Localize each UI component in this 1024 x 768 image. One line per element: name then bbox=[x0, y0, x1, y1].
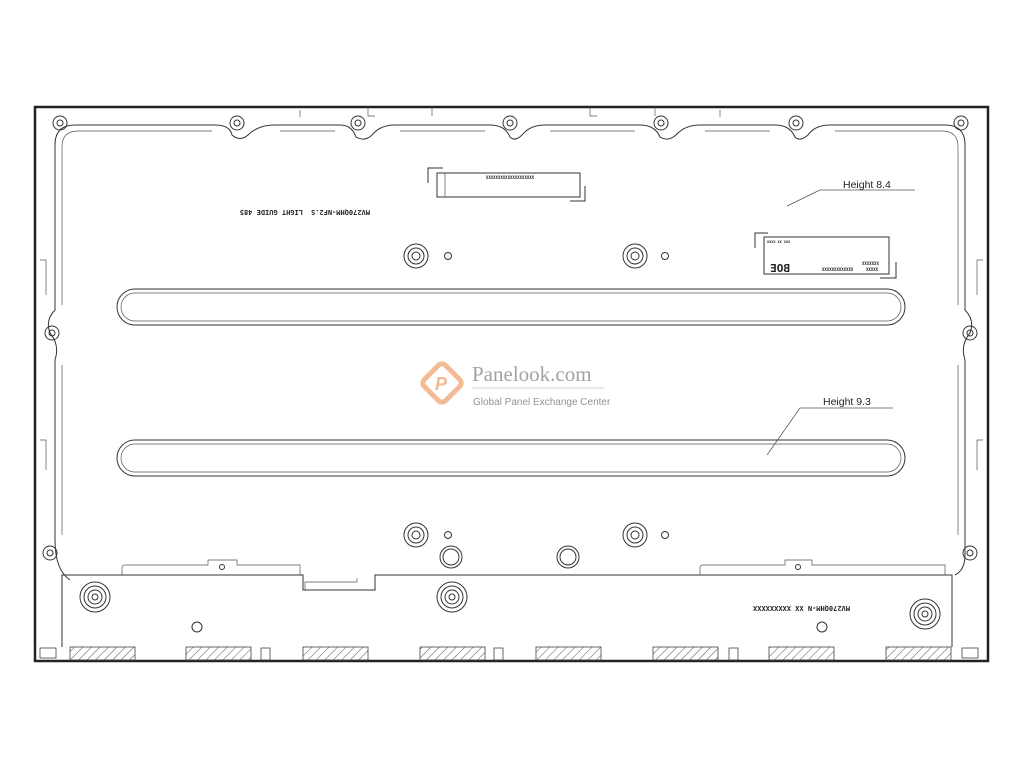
ring bbox=[439, 545, 463, 569]
bottom-bracket bbox=[61, 559, 953, 647]
screw-hole bbox=[44, 325, 60, 341]
label-brand: BOE bbox=[770, 262, 790, 275]
screw-hole bbox=[502, 115, 518, 131]
frame-tabs bbox=[40, 107, 983, 470]
product-label: XXXX XX XXX BOE XXXXXXX XXXXXXXXXXXXX XX… bbox=[754, 232, 897, 279]
screw-hole bbox=[653, 115, 669, 131]
inner-contour bbox=[47, 124, 973, 581]
label-code: XXXX XX XXX bbox=[767, 240, 791, 244]
boss bbox=[622, 243, 648, 269]
boss bbox=[622, 522, 648, 548]
bottom-label-text: MV270QHM-N XX XXXXXXXXX bbox=[752, 604, 850, 612]
screw-hole bbox=[350, 115, 366, 131]
screw-hole bbox=[788, 115, 804, 131]
screw-large bbox=[79, 581, 111, 613]
watermark: P Panelook.com Global Panel Exchange Cen… bbox=[420, 361, 611, 408]
top-screws bbox=[42, 115, 978, 561]
panelook-logo-icon: P bbox=[420, 361, 464, 405]
screw-large bbox=[909, 598, 941, 630]
hole bbox=[661, 252, 669, 260]
slot-upper bbox=[116, 288, 906, 326]
watermark-site: Panelook.com bbox=[472, 362, 592, 386]
inner-contour-offset bbox=[61, 130, 959, 535]
bosses bbox=[403, 243, 669, 569]
screw-large bbox=[436, 581, 468, 613]
boss bbox=[403, 243, 429, 269]
outer-frame bbox=[33, 105, 990, 663]
callout-height-8-4: Height 8.4 bbox=[786, 179, 915, 207]
label-code-1: XXXXXXX bbox=[862, 261, 879, 266]
hatched-pads bbox=[39, 646, 979, 661]
screw-hole bbox=[229, 115, 245, 131]
boss bbox=[403, 522, 429, 548]
screw-hole bbox=[52, 115, 68, 131]
screw-hole bbox=[962, 325, 978, 341]
ring bbox=[556, 545, 580, 569]
callout-label: Height 8.4 bbox=[843, 179, 891, 191]
connector-text: XXXXXXXXXXXXXXXXXXXX bbox=[486, 175, 535, 180]
hole bbox=[661, 531, 669, 539]
connector: XXXXXXXXXXXXXXXXXXXX bbox=[427, 167, 586, 202]
model-text: MV270QHM-NF2.S bbox=[311, 208, 370, 216]
screw-hole bbox=[953, 115, 969, 131]
screw-hole bbox=[42, 545, 58, 561]
slot-lower bbox=[116, 439, 906, 477]
callout-height-9-3: Height 9.3 bbox=[766, 396, 893, 456]
light-guide-text: LIGHT GUIDE 485 bbox=[240, 208, 303, 216]
watermark-tagline: Global Panel Exchange Center bbox=[473, 397, 611, 408]
label-code-3: XXXXX bbox=[866, 267, 879, 272]
hole bbox=[444, 531, 452, 539]
hole bbox=[444, 252, 452, 260]
label-code-2: XXXXXXXXXXXXX bbox=[822, 267, 854, 272]
svg-text:P: P bbox=[435, 374, 448, 394]
screw-hole bbox=[962, 545, 978, 561]
callout-label: Height 9.3 bbox=[823, 396, 871, 408]
